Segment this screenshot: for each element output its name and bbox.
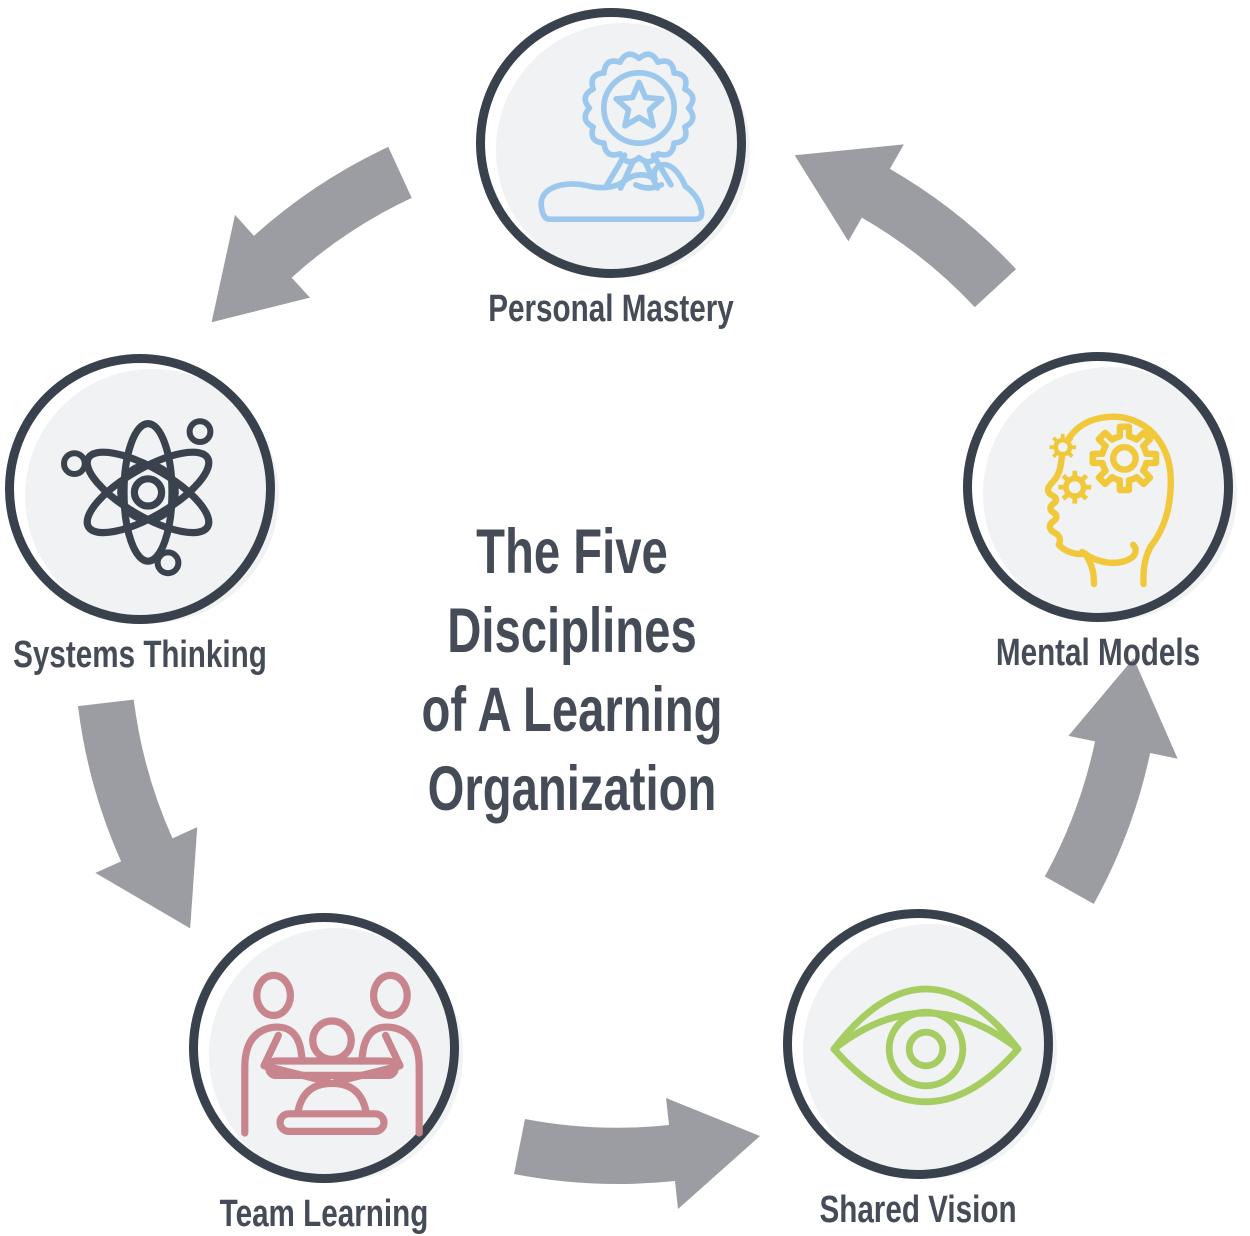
arrow-systems-thinking-to-team-learning	[44, 682, 227, 951]
center-person-head	[309, 1017, 355, 1063]
arrow-shared-vision-to-mental-models	[1021, 646, 1204, 915]
left-person-head	[253, 971, 294, 1019]
node-ring	[5, 354, 275, 624]
node-label: Shared Vision	[819, 1189, 1017, 1231]
node-ring	[783, 909, 1053, 1179]
node-ring	[963, 352, 1233, 622]
people-at-table-icon	[241, 971, 423, 1137]
iris	[885, 1008, 967, 1090]
small-gear-2-hole	[1068, 481, 1081, 494]
badge-scalloped-edge	[582, 51, 696, 165]
left-person-arm	[260, 1031, 332, 1086]
right-person-head	[370, 971, 411, 1019]
badge-star	[613, 79, 665, 129]
nucleus-outer	[117, 461, 179, 524]
pupil	[905, 1028, 947, 1070]
node-shared-vision: Shared Vision	[783, 909, 1057, 1231]
badge-inner-ring	[601, 70, 677, 146]
atom-icon	[61, 418, 214, 577]
right-person-torso	[358, 1023, 423, 1137]
head-profile-outline	[1044, 413, 1174, 588]
electron-bottom	[154, 549, 182, 577]
diagram-title: The Five Disciplines of A Learning Organ…	[347, 513, 797, 829]
node-personal-mastery: Personal Mastery	[476, 8, 750, 330]
award-in-hand-icon	[538, 51, 705, 223]
arrow-mental-models-to-personal-mastery	[772, 96, 1037, 331]
palm-crease	[633, 182, 665, 191]
node-ring	[189, 913, 459, 1183]
right-person-arm	[332, 1031, 404, 1086]
jaw-line	[1078, 541, 1139, 567]
node-ring	[476, 8, 746, 278]
eye-icon	[830, 985, 1022, 1106]
title-line-2: of A Learning	[421, 675, 723, 745]
node-mental-models: Mental Models	[963, 352, 1237, 674]
node-team-learning: Team Learning	[189, 913, 463, 1235]
small-gear-hole	[1058, 442, 1068, 452]
node-label: Team Learning	[219, 1193, 429, 1235]
node-label: Mental Models	[995, 632, 1201, 674]
arrow-team-learning-to-shared-vision	[514, 1098, 760, 1209]
open-hand	[538, 161, 705, 223]
node-label: Systems Thinking	[13, 634, 267, 676]
arrow-personal-mastery-to-systems-thinking	[168, 118, 433, 353]
head-with-gears-icon	[1044, 413, 1174, 588]
left-person-torso	[241, 1023, 306, 1137]
node-systems-thinking: Systems Thinking	[5, 354, 279, 676]
node-label: Personal Mastery	[488, 288, 734, 330]
title-line-3: Organization	[427, 754, 717, 824]
title-line-1: The Five Disciplines	[447, 517, 697, 666]
nucleus-inner	[130, 475, 166, 510]
electron-left	[61, 450, 88, 477]
electron-top-right	[186, 418, 214, 445]
large-gear-icon	[1093, 427, 1156, 490]
center-person-body	[294, 1079, 370, 1118]
table-base	[276, 1110, 388, 1135]
large-gear-hole	[1110, 444, 1139, 473]
